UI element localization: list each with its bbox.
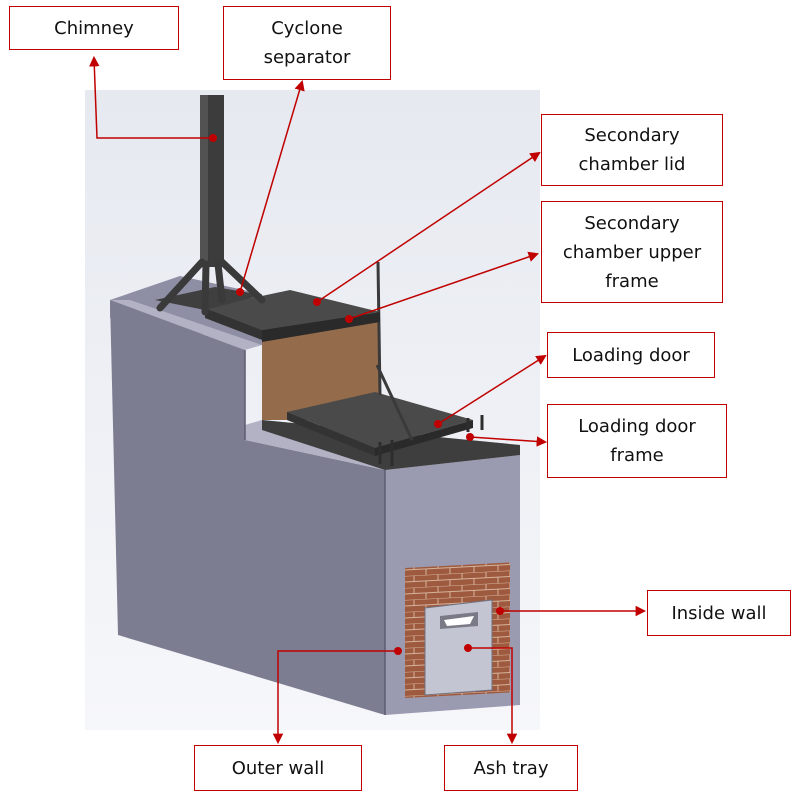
label-loading-door-text: Loading door [572,341,690,370]
label-secondary-chamber-upper-frame: Secondary chamber upper frame [541,201,723,303]
label-outer-wall: Outer wall [194,745,362,791]
label-loading-door-frame: Loading door frame [547,404,727,478]
label-secondary-chamber-lid: Secondary chamber lid [541,114,723,186]
label-loading-door: Loading door [547,332,715,378]
label-inside-wall: Inside wall [647,590,791,636]
label-inside-wall-text: Inside wall [671,599,766,628]
label-cyclone-separator-text: Cyclone separator [230,14,384,72]
label-secondary-chamber-upper-frame-text: Secondary chamber upper frame [548,209,716,296]
label-secondary-chamber-lid-text: Secondary chamber lid [548,121,716,179]
label-chimney-text: Chimney [54,14,134,43]
label-loading-door-frame-text: Loading door frame [554,412,720,470]
label-ash-tray-text: Ash tray [474,754,549,783]
label-outer-wall-text: Outer wall [232,754,325,783]
label-ash-tray: Ash tray [444,745,578,791]
label-cyclone-separator: Cyclone separator [223,6,391,80]
chimney-stack [200,95,224,267]
label-chimney: Chimney [9,6,179,50]
